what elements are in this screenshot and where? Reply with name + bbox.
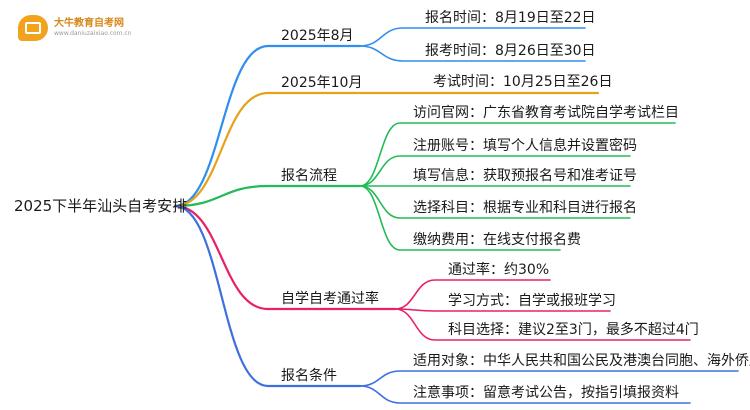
branch-connector xyxy=(173,184,362,208)
logo-title: 大牛教育自考网 xyxy=(54,18,124,29)
leaf-connector xyxy=(359,185,631,219)
branch-connector xyxy=(173,91,600,208)
leaf-notice: 注意事项：留意考试公告，按指引填报资料 xyxy=(413,385,679,401)
leaf-connector xyxy=(359,27,586,47)
branch-connector xyxy=(173,204,362,388)
leaf-exam-time: 考试时间：10月25日至26日 xyxy=(433,74,613,90)
leaf-connector xyxy=(394,308,611,312)
branch-connector xyxy=(173,44,362,208)
leaf-connector xyxy=(359,185,561,251)
leaf-register: 注册账号：填写个人信息并设置密码 xyxy=(413,138,637,154)
leaf-connector xyxy=(359,122,676,187)
root-node: 2025下半年汕头自考安排 xyxy=(14,197,188,215)
branch-aug-2025: 2025年8月 xyxy=(281,28,354,44)
leaf-connector xyxy=(359,45,586,62)
branch-process: 报名流程 xyxy=(281,168,337,184)
leaf-connector xyxy=(359,385,691,404)
site-logo[interactable]: 大牛教育自考网 www.daniuzaixiao.com.cn xyxy=(18,15,132,41)
book-icon xyxy=(18,15,48,41)
leaf-apply-time: 报考时间：8月26日至30日 xyxy=(425,43,596,59)
leaf-study-method: 学习方式：自学或报班学习 xyxy=(448,293,616,309)
leaf-subject-choice: 科目选择：建议2至3门，最多不超过4门 xyxy=(448,322,699,338)
leaf-connector xyxy=(359,370,739,387)
branch-conditions: 报名条件 xyxy=(281,368,337,384)
leaf-connector xyxy=(359,155,631,187)
leaf-signup-time: 报名时间：8月19日至22日 xyxy=(425,10,596,26)
branch-oct-2025: 2025年10月 xyxy=(281,75,363,91)
logo-url: www.daniuzaixiao.com.cn xyxy=(54,30,132,37)
leaf-connector xyxy=(394,279,551,310)
leaf-connector xyxy=(394,308,691,341)
leaf-fill-info: 填写信息：获取预报名号和准考证号 xyxy=(413,168,637,184)
leaf-select-subject: 选择科目：根据专业和科目进行报名 xyxy=(413,200,637,216)
branch-connector xyxy=(173,204,397,311)
leaf-eligibility: 适用对象：中华人民共和国公民及港澳台同胞、海外侨胞 xyxy=(413,353,750,369)
leaf-pay-fee: 缴纳费用：在线支付报名费 xyxy=(413,232,581,248)
branch-pass-rate: 自学自考通过率 xyxy=(281,291,379,307)
leaf-visit-site: 访问官网：广东省教育考试院自学考试栏目 xyxy=(413,105,679,121)
leaf-pass-rate: 通过率：约30% xyxy=(448,262,550,278)
